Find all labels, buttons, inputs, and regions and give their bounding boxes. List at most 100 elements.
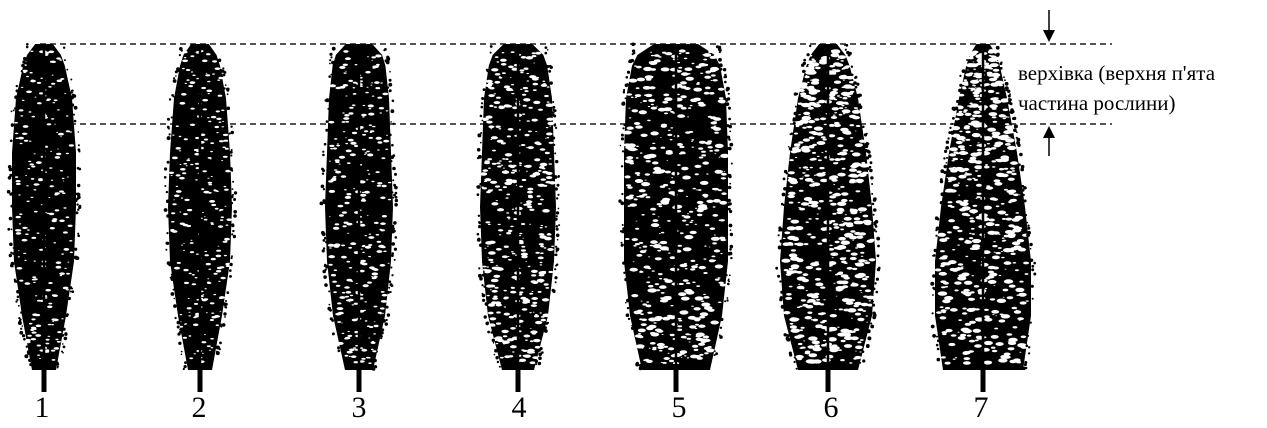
- crown-gap: [529, 224, 531, 225]
- crown-leaf: [941, 192, 945, 196]
- crown-gap: [173, 200, 175, 201]
- crown-gap: [330, 148, 333, 149]
- crown-leaf: [68, 297, 71, 300]
- crown-gap: [657, 343, 665, 347]
- crown-gap: [222, 147, 226, 149]
- crown-gap: [950, 147, 958, 151]
- crown-leaf: [393, 221, 397, 225]
- crown-gap: [544, 95, 549, 97]
- crown-gap: [508, 259, 512, 261]
- crown-gap: [940, 250, 945, 252]
- crown-gap: [533, 101, 540, 104]
- crown-gap: [546, 103, 554, 107]
- crown-leaf: [728, 93, 730, 95]
- crown-gap: [343, 64, 348, 66]
- crown-gap: [860, 212, 862, 213]
- crown-gap: [941, 262, 949, 266]
- crown-gap: [786, 293, 792, 296]
- crown-gap: [678, 318, 682, 320]
- crown-gap: [808, 120, 815, 123]
- crown-gap: [700, 73, 703, 74]
- crown-leaf: [556, 215, 558, 217]
- crown-gap: [54, 124, 56, 125]
- crown-gap: [959, 111, 963, 113]
- crown-gap: [627, 143, 636, 147]
- crown-gap: [490, 289, 492, 290]
- crown-gap: [27, 229, 30, 230]
- crown-gap: [970, 118, 974, 120]
- crown-leaf: [26, 346, 28, 348]
- crown-gap: [366, 151, 370, 153]
- crown-leaf: [324, 237, 327, 240]
- crown-gap: [651, 55, 654, 56]
- crown-leaf: [70, 79, 72, 81]
- crown-leaf: [1024, 199, 1027, 202]
- crown-leaf: [1022, 367, 1026, 371]
- crown-gap: [368, 362, 371, 364]
- crown-leaf: [727, 252, 731, 256]
- crown-gap: [681, 107, 687, 110]
- crown-gap: [46, 339, 50, 341]
- crown-leaf: [331, 61, 335, 65]
- crown-gap: [668, 353, 670, 354]
- crown-gap: [867, 296, 875, 300]
- crown-gap: [718, 277, 721, 278]
- crown-gap: [495, 301, 502, 304]
- crown-gap: [825, 355, 833, 359]
- crown-gap: [808, 205, 811, 206]
- crown-gap: [670, 127, 673, 128]
- crown-gap: [837, 173, 845, 177]
- crown-gap: [210, 302, 215, 304]
- crown-leaf: [77, 235, 80, 238]
- crown-gap: [666, 249, 669, 250]
- crown-gap: [366, 357, 370, 359]
- crown-gap: [377, 241, 382, 243]
- crown-leaf: [71, 103, 74, 106]
- crown-gap: [502, 72, 506, 74]
- crown-leaf: [322, 232, 325, 235]
- crown-gap: [540, 148, 546, 151]
- crown-gap: [945, 362, 951, 365]
- crown-gap: [686, 77, 694, 81]
- crown-leaf: [19, 331, 23, 335]
- crown-gap: [378, 312, 382, 314]
- crown-gap: [854, 107, 858, 109]
- crown-gap: [521, 287, 525, 289]
- crown-gap: [795, 157, 797, 158]
- crown-gap: [176, 125, 179, 127]
- crown-gap: [502, 158, 506, 160]
- crown-gap: [177, 262, 181, 264]
- crown-gap: [855, 351, 857, 352]
- crown-gap: [635, 311, 641, 314]
- crown-gap: [974, 179, 978, 181]
- crown-gap: [54, 194, 57, 196]
- crown-leaf: [480, 142, 482, 144]
- crown-leaf: [851, 74, 853, 76]
- crown-gap: [208, 93, 210, 94]
- crown-leaf: [1010, 110, 1014, 114]
- crown-gap: [831, 50, 836, 52]
- crown-gap: [509, 316, 514, 318]
- crown-leaf: [26, 43, 29, 46]
- crown-leaf: [231, 233, 233, 235]
- crown-gap: [952, 160, 955, 161]
- crown-gap: [815, 302, 818, 304]
- crown-leaf: [544, 326, 547, 329]
- crown-gap: [495, 56, 499, 58]
- crown-leaf: [18, 317, 20, 319]
- crown-gap: [511, 93, 514, 94]
- crown-gap: [966, 214, 970, 216]
- crown-gap: [695, 224, 698, 225]
- crown-leaf: [553, 144, 555, 146]
- crown-gap: [348, 247, 352, 249]
- crown-gap: [988, 58, 997, 62]
- crown-gap: [523, 204, 527, 206]
- crown-gap: [218, 225, 223, 227]
- crown-gap: [1017, 317, 1024, 320]
- crown-gap: [176, 190, 182, 193]
- crown-gap: [60, 170, 63, 172]
- crown-gap: [54, 99, 58, 101]
- crown-gap: [703, 294, 706, 295]
- crown-gap: [816, 106, 818, 107]
- crown-leaf: [497, 361, 499, 363]
